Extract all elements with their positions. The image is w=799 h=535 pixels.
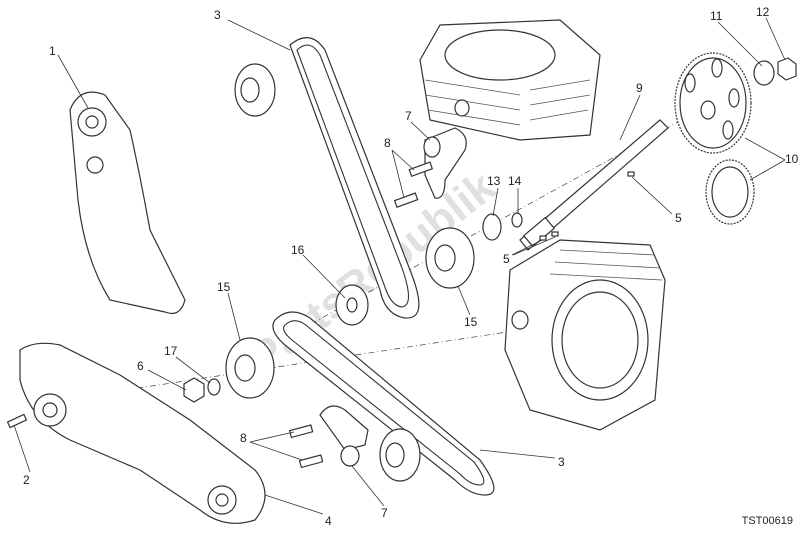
camshaft-pulley-top xyxy=(234,63,276,117)
callout-9: 9 xyxy=(636,81,643,95)
rear-cylinder xyxy=(419,19,601,141)
callout-11: 11 xyxy=(710,9,723,23)
callout-labels: 1 2 3 3 4 5 5 6 7 7 8 8 9 10 11 12 13 14… xyxy=(23,5,799,528)
callout-7-bottom: 7 xyxy=(381,506,388,520)
callout-4: 4 xyxy=(325,514,332,528)
callout-14: 14 xyxy=(508,174,522,188)
camshaft-pulley-15-left xyxy=(225,337,275,399)
callout-16: 16 xyxy=(291,243,305,257)
callout-17: 17 xyxy=(164,344,178,358)
camshaft-pulley-bottom xyxy=(379,428,421,482)
upper-belt-cover xyxy=(69,91,186,315)
tensioner-lower xyxy=(319,405,369,451)
callout-8-top: 8 xyxy=(384,136,391,150)
ring-17 xyxy=(207,378,221,396)
camshaft-pulley-15-right xyxy=(425,227,475,289)
callout-7-top: 7 xyxy=(405,109,412,123)
callout-2: 2 xyxy=(23,473,30,487)
callout-6: 6 xyxy=(137,359,144,373)
timing-belt-lower xyxy=(272,311,495,496)
callout-15-left: 15 xyxy=(217,280,231,294)
callout-1: 1 xyxy=(49,44,56,58)
callout-12: 12 xyxy=(756,5,770,19)
callout-10: 10 xyxy=(785,152,799,166)
callout-3-bottom: 3 xyxy=(558,455,565,469)
callout-8-bottom: 8 xyxy=(240,431,247,445)
timing-belt-upper xyxy=(289,37,420,319)
gear-large-10 xyxy=(674,52,752,154)
front-cylinder-head xyxy=(504,239,666,431)
callout-5-right: 5 xyxy=(675,211,682,225)
shaft-9 xyxy=(519,119,669,251)
callout-3-top: 3 xyxy=(214,8,221,22)
callout-13: 13 xyxy=(487,174,501,188)
gear-small-10 xyxy=(705,159,755,225)
callout-5-mid: 5 xyxy=(503,252,510,266)
callout-15-right: 15 xyxy=(464,315,478,329)
nut-6 xyxy=(183,377,205,403)
diagram-part-code: TST00619 xyxy=(741,515,793,527)
